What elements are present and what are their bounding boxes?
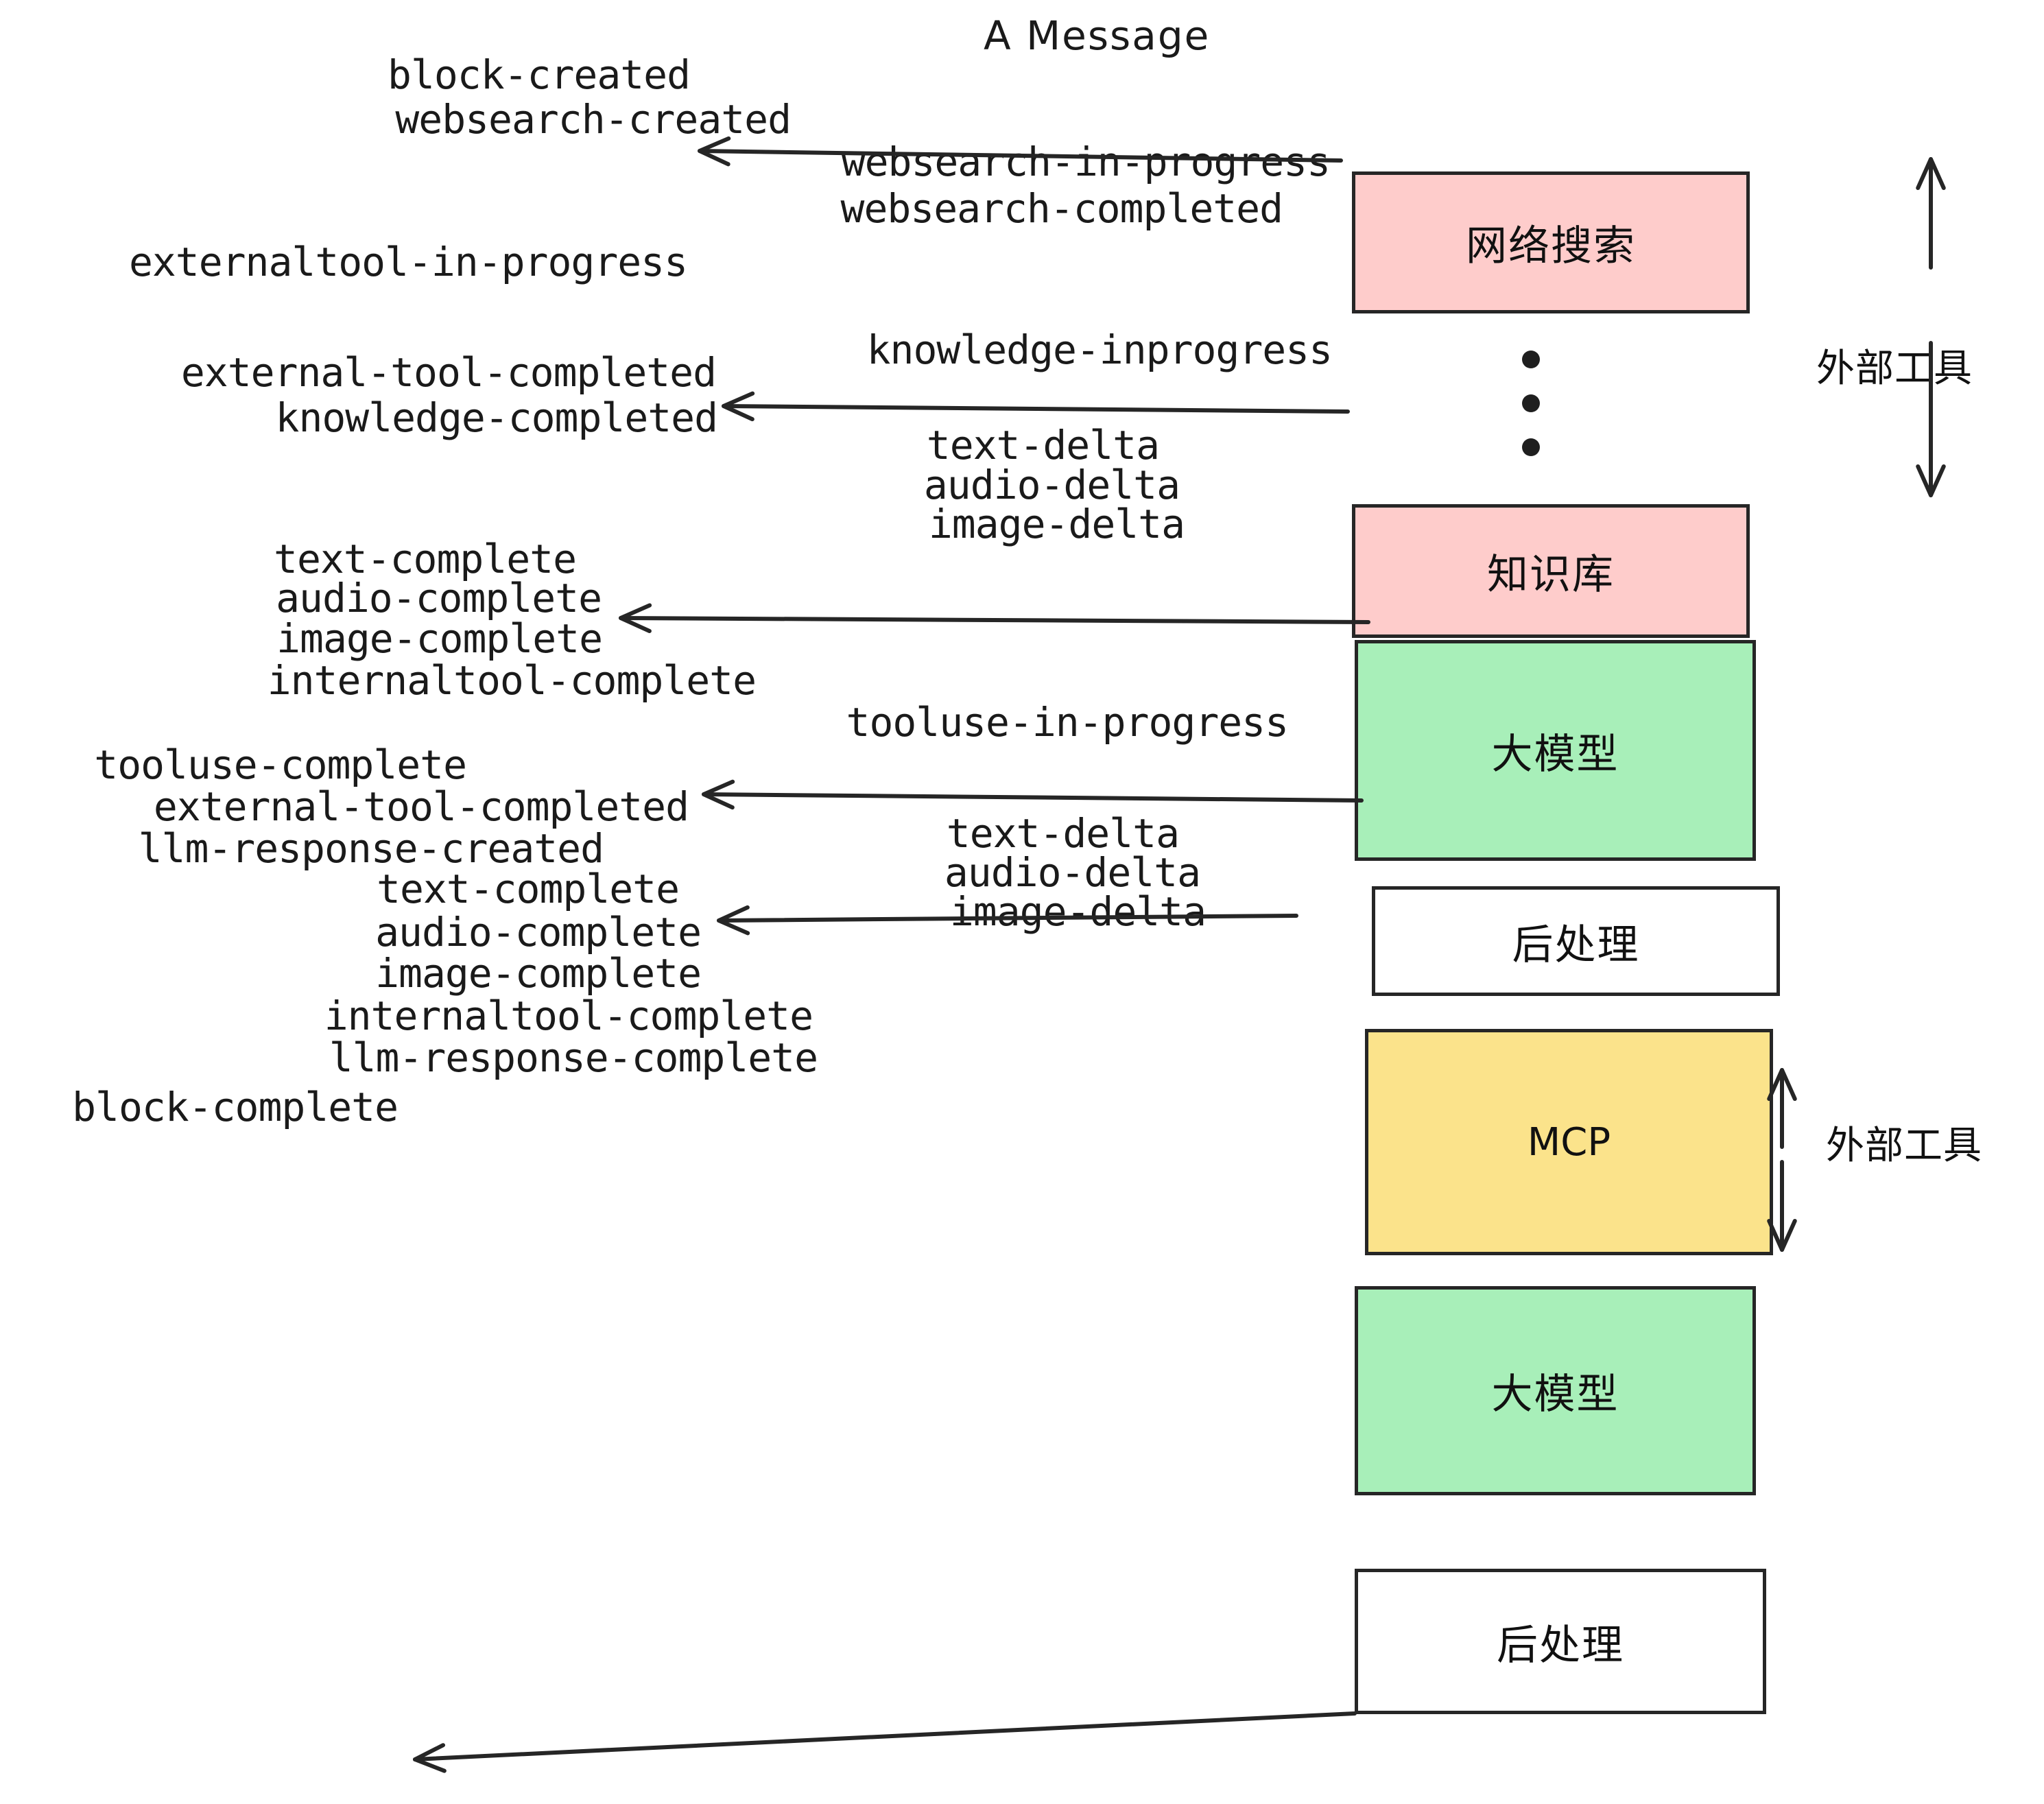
arrow-postprocess-to-block-complete xyxy=(413,1711,1357,1773)
component-box-label: 大模型 xyxy=(1491,1370,1619,1419)
component-box[interactable]: 后处理 xyxy=(1355,1569,1766,1714)
event-label: external-tool-completed xyxy=(153,783,689,830)
arrow-postprocess-to-image-complete xyxy=(619,603,1370,633)
event-label: text-delta xyxy=(926,422,1160,468)
arrow-knowledge-to-completed xyxy=(722,391,1350,422)
ellipsis-dot-icon xyxy=(1522,351,1540,368)
event-label: image-delta xyxy=(949,888,1207,935)
event-label: image-delta xyxy=(928,501,1185,547)
event-label: llm-response-created xyxy=(138,825,604,872)
component-box-label: 知识库 xyxy=(1487,551,1615,599)
event-label: knowledge-inprogress xyxy=(866,327,1333,373)
component-box-label: 网络搜索 xyxy=(1466,222,1636,270)
event-label: block-created xyxy=(388,51,691,98)
event-label: text-complete xyxy=(377,866,680,912)
component-box[interactable]: 大模型 xyxy=(1355,640,1756,861)
event-label: tooluse-complete xyxy=(94,741,467,788)
event-label: websearch-completed xyxy=(840,185,1283,232)
event-label: image-complete xyxy=(276,615,603,662)
component-box-label: 后处理 xyxy=(1512,921,1640,969)
arrow-mcp-to-tooluse-complete xyxy=(702,779,1364,810)
event-label: text-complete xyxy=(274,536,577,582)
arrow-external-tool-up-top xyxy=(1916,157,1946,270)
event-label: text-delta xyxy=(946,810,1180,857)
ellipsis-dot-icon xyxy=(1522,394,1540,412)
external-tool-label: 外部工具 xyxy=(1826,1124,1982,1168)
ellipsis-dot-icon xyxy=(1522,438,1540,456)
event-label: image-complete xyxy=(375,950,702,997)
component-box-label: MCP xyxy=(1527,1119,1611,1165)
event-label: block-complete xyxy=(72,1084,399,1130)
event-label: externaltool-in-progress xyxy=(128,239,688,285)
event-label: internaltool-complete xyxy=(267,657,757,704)
event-label: audio-complete xyxy=(276,575,602,621)
event-label: audio-complete xyxy=(375,909,702,956)
event-label: knowledge-completed xyxy=(275,394,718,441)
external-tool-label: 外部工具 xyxy=(1816,346,1973,391)
component-box[interactable]: 后处理 xyxy=(1372,886,1780,996)
event-label: llm-response-complete xyxy=(329,1034,818,1081)
event-label: audio-delta xyxy=(923,462,1180,508)
component-box[interactable]: 大模型 xyxy=(1355,1286,1756,1495)
component-box[interactable]: MCP xyxy=(1365,1029,1773,1255)
event-label: tooluse-in-progress xyxy=(846,699,1289,746)
component-box[interactable]: 网络搜索 xyxy=(1352,171,1750,313)
event-label: websearch-in-progress xyxy=(841,139,1331,185)
component-box-label: 大模型 xyxy=(1491,730,1619,779)
component-box-label: 后处理 xyxy=(1497,1621,1624,1670)
page-title: A Message xyxy=(984,12,1211,59)
event-label: external-tool-completed xyxy=(180,349,717,396)
event-label: websearch-created xyxy=(395,96,792,143)
event-label: audio-delta xyxy=(944,849,1201,896)
component-box[interactable]: 知识库 xyxy=(1352,504,1750,638)
event-label: internaltool-complete xyxy=(324,993,813,1039)
